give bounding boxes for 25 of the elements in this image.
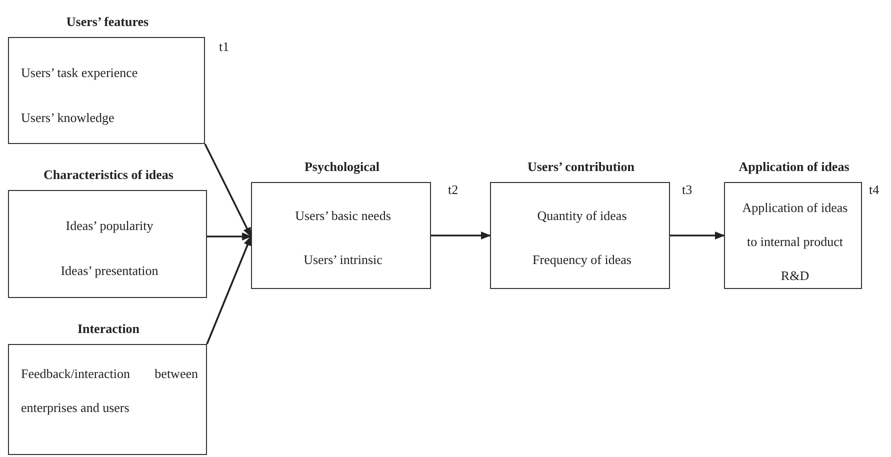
- arrow: [431, 232, 491, 240]
- box-heading: Application of ideas: [738, 159, 850, 175]
- time-label: t4: [869, 182, 880, 198]
- box-heading: Characteristics of ideas: [42, 167, 174, 183]
- arrow: [204, 144, 252, 238]
- arrow: [670, 232, 725, 240]
- arrow: [206, 236, 252, 344]
- box-text: Users’ knowledge: [21, 109, 116, 127]
- box-heading: Users’ contribution: [526, 159, 636, 175]
- box-text: Application of ideas to internal product R&D: [741, 199, 849, 285]
- box-text: Ideas’ popularity: [64, 217, 154, 235]
- time-label: t3: [682, 182, 692, 198]
- box-text: Users’ task experience: [21, 64, 139, 82]
- box-heading: Psychological: [303, 159, 381, 175]
- time-label: t1: [219, 39, 230, 55]
- box-text: Users’ intrinsic: [302, 251, 384, 269]
- box-text: Ideas’ presentation: [60, 262, 160, 280]
- box-heading: Users’ features: [65, 14, 150, 30]
- box-text: Users’ basic needs: [294, 207, 392, 225]
- time-label: t2: [448, 182, 458, 198]
- box-heading: Interaction: [76, 321, 141, 337]
- box-text: Frequency of ideas: [532, 251, 632, 269]
- box-text: Quantity of ideas: [536, 207, 628, 225]
- box-text: Feedback/interaction between enterprises and users: [21, 365, 198, 417]
- arrow: [207, 232, 252, 240]
